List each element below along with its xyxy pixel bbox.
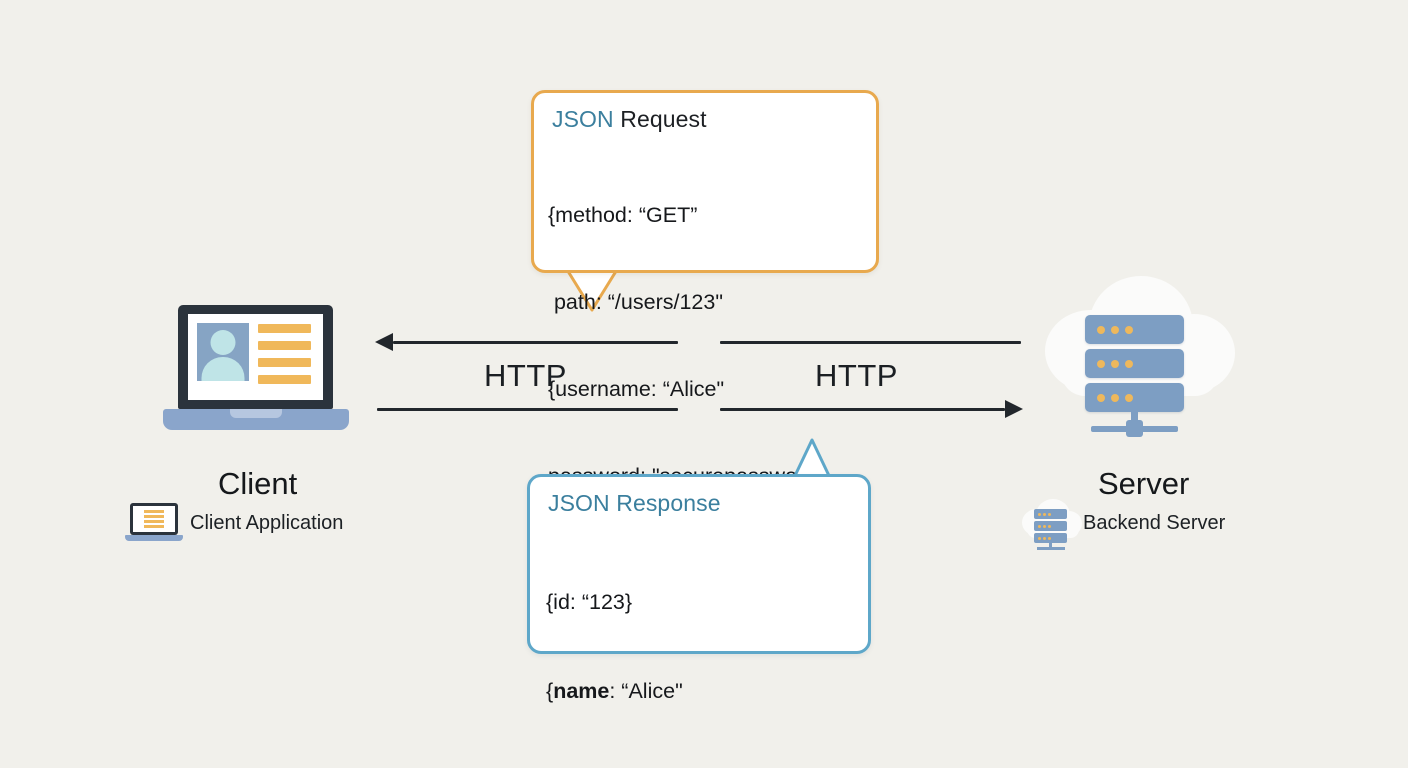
status-dot — [1111, 326, 1119, 334]
status-dot — [1097, 394, 1105, 402]
status-dot — [1125, 394, 1133, 402]
status-dot — [1125, 326, 1133, 334]
json-request-title: JSON Request — [552, 106, 707, 133]
server-title: Server — [1098, 466, 1190, 501]
json-response-line-0: {id: “123} — [546, 590, 633, 614]
server-stem — [1049, 543, 1052, 548]
server-rack — [1085, 315, 1184, 344]
laptop-mini-icon — [125, 503, 183, 543]
json-response-callout: JSON Response {id: “123} {name: “Alice" … — [527, 474, 871, 768]
status-dot — [1097, 360, 1105, 368]
laptop-mini-lid — [130, 503, 178, 535]
status-dot — [1111, 360, 1119, 368]
arrow-right-icon — [1005, 400, 1023, 418]
server-rack — [1085, 349, 1184, 378]
status-dot — [1038, 536, 1041, 540]
status-dot — [1125, 360, 1133, 368]
json-request-title-rest: Request — [613, 106, 707, 132]
content-bar — [258, 375, 311, 384]
status-dot — [1043, 512, 1046, 516]
laptop-mini-screen — [133, 506, 175, 532]
server-rack — [1034, 533, 1067, 543]
status-dot — [1048, 536, 1051, 540]
laptop-screen — [188, 314, 323, 400]
laptop-lid — [178, 305, 333, 409]
json-request-line-2: {username: “Alice" — [548, 377, 725, 401]
json-keyword: JSON — [552, 106, 614, 132]
status-dot — [1048, 524, 1051, 528]
client-inbound-top-line — [393, 341, 678, 344]
json-response-bold-key: name — [553, 678, 610, 703]
cloud-server-mini-icon — [1022, 497, 1084, 550]
status-dot — [1111, 394, 1119, 402]
json-response-line-1: {name: “Alice" — [546, 678, 683, 703]
http-label-left: HTTP — [484, 358, 567, 393]
json-request-callout: JSON Request {method: “GET” path: “/user… — [531, 90, 879, 488]
client-inbound-bottom-line — [377, 408, 678, 411]
server-rack — [1034, 521, 1067, 531]
laptop-base — [163, 409, 349, 430]
status-dot — [1038, 524, 1041, 528]
status-dot — [1043, 524, 1046, 528]
json-response-body: {id: “123} {name: “Alice" email:"alice@e… — [546, 529, 860, 768]
content-bar — [258, 324, 311, 333]
laptop-icon — [163, 305, 349, 430]
avatar — [197, 323, 249, 381]
status-dot — [1048, 512, 1051, 516]
server-bus — [1037, 547, 1065, 550]
content-bar — [258, 358, 311, 367]
status-dot — [1043, 536, 1046, 540]
content-bar — [144, 515, 164, 518]
cloud-server-icon — [1043, 268, 1243, 440]
server-rack — [1085, 383, 1184, 412]
status-dot — [1038, 512, 1041, 516]
avatar-body — [201, 357, 245, 381]
server-subtitle: Backend Server — [1083, 512, 1226, 534]
avatar-head — [210, 330, 236, 355]
client-title: Client — [218, 466, 298, 501]
server-outbound-top-line — [720, 341, 1021, 344]
server-outbound-bottom-line — [720, 408, 1005, 411]
laptop-mini-base — [125, 535, 183, 541]
json-request-line-0: {method: “GET” — [548, 203, 698, 227]
server-node — [1126, 420, 1143, 437]
content-bar — [258, 341, 311, 350]
json-request-line-1: path: “/users/123" — [548, 290, 723, 314]
status-dot — [1097, 326, 1105, 334]
laptop-trackpad-notch — [230, 409, 282, 418]
content-bar — [144, 520, 164, 523]
http-label-right: HTTP — [815, 358, 898, 393]
content-bar — [144, 525, 164, 528]
json-response-title: JSON Response — [548, 490, 721, 516]
client-subtitle: Client Application — [190, 512, 344, 534]
server-rack — [1034, 509, 1067, 519]
arrow-left-icon — [375, 333, 393, 351]
content-bar — [144, 510, 164, 513]
